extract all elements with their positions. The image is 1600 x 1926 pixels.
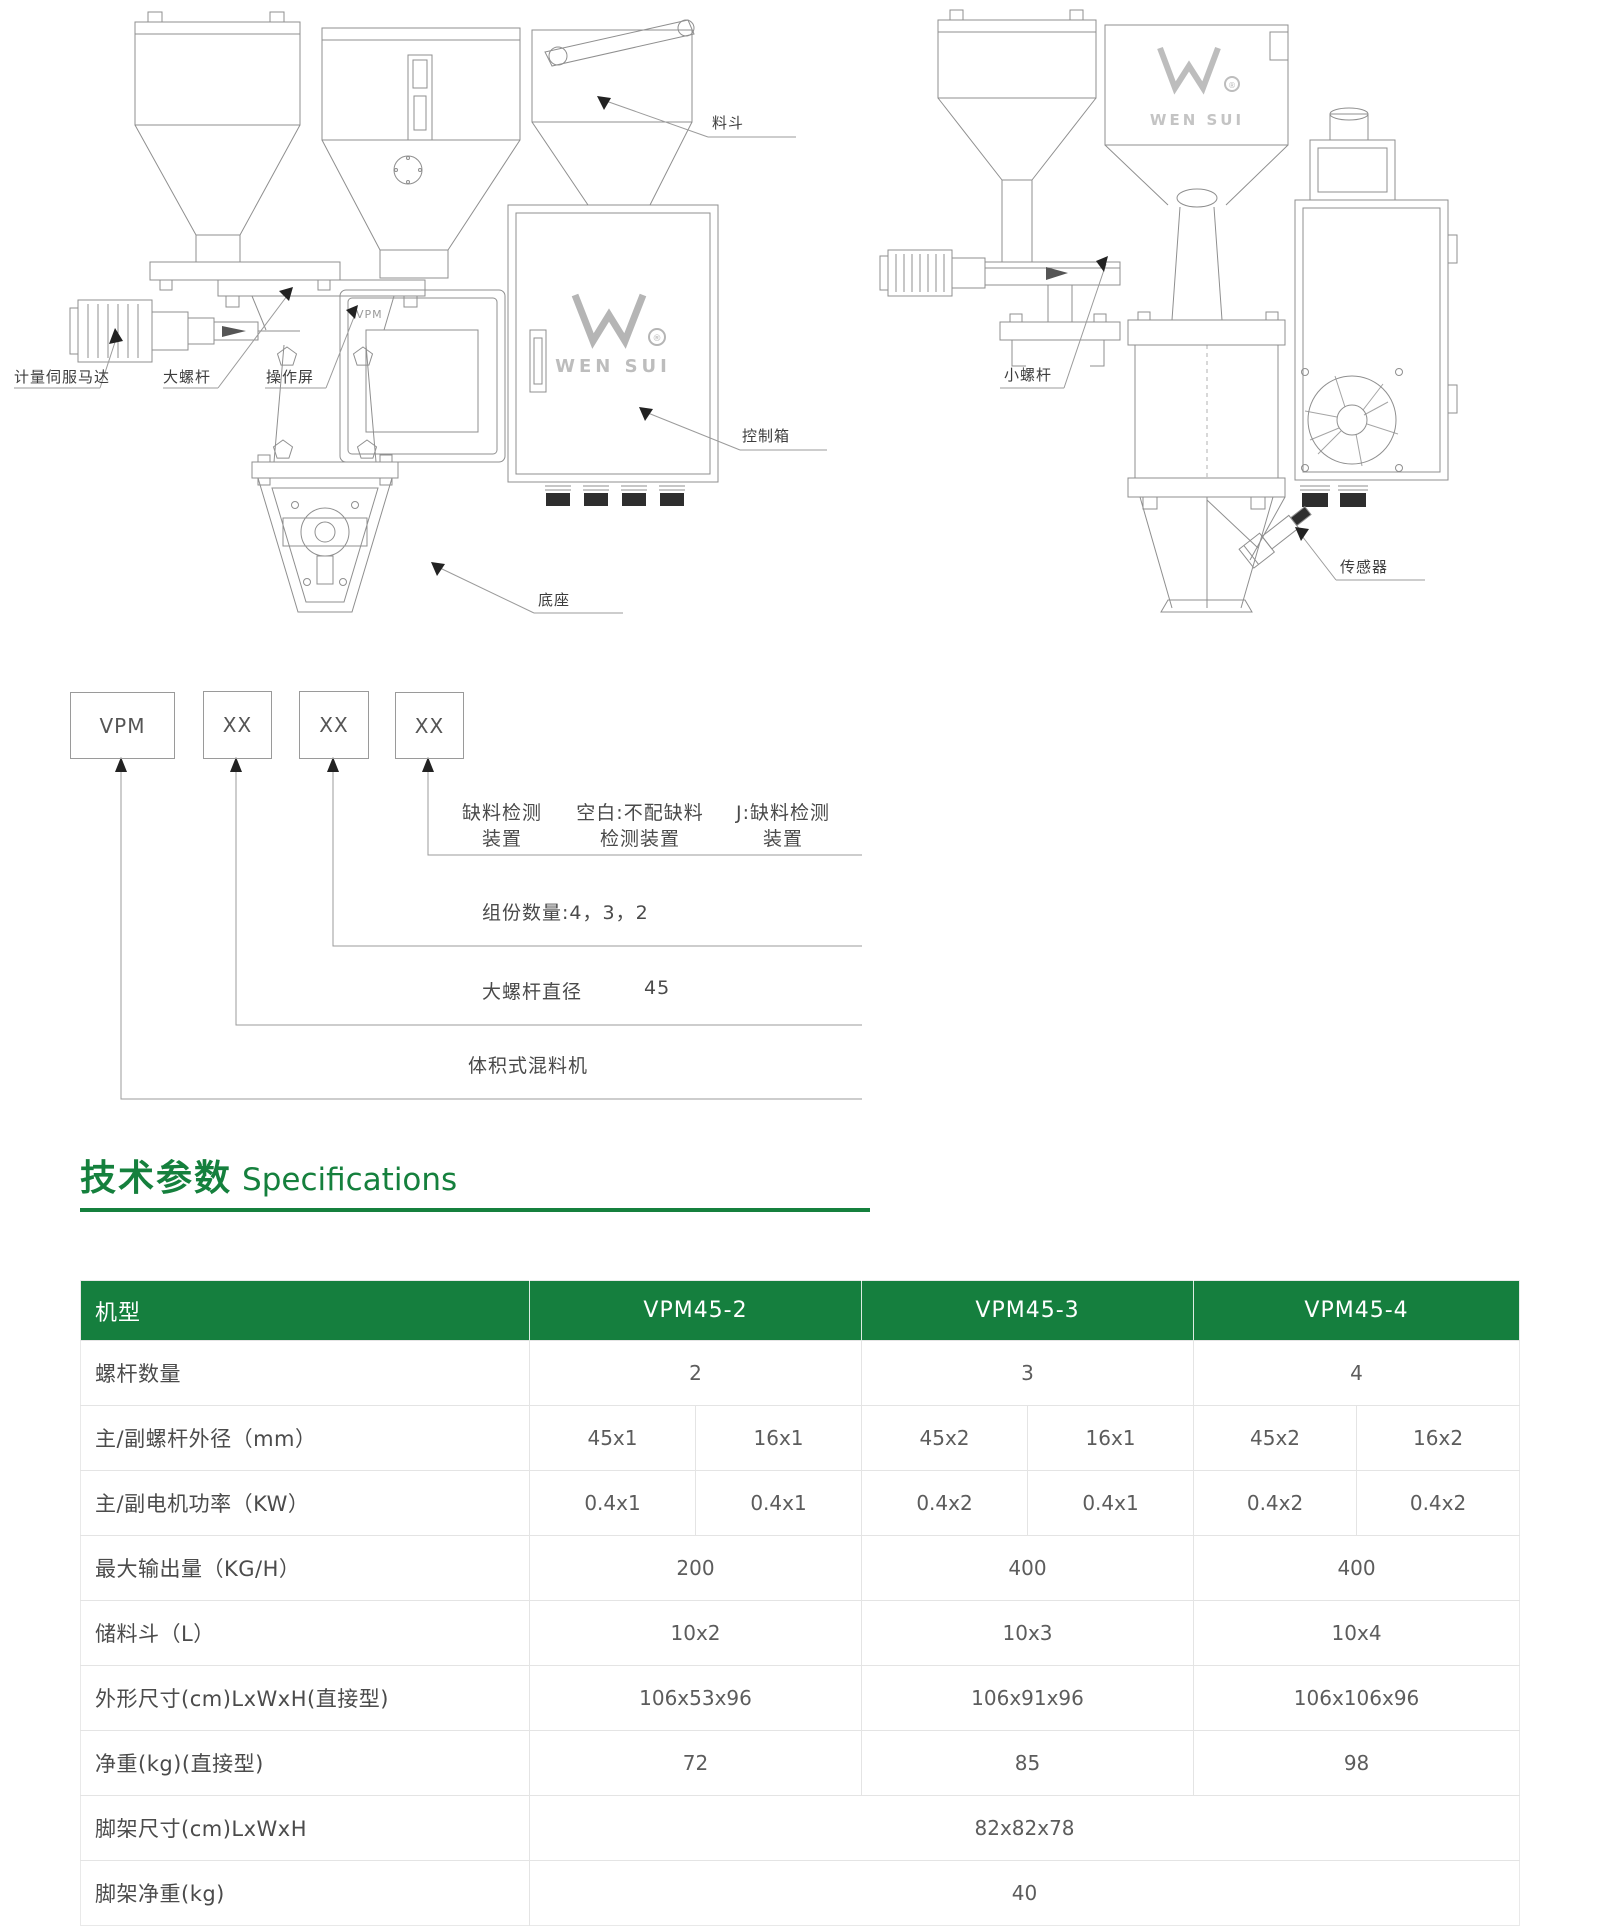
spec-cell: 0.4x1 <box>694 1470 862 1536</box>
spec-cell: 106x91x96 <box>861 1665 1194 1731</box>
left-machine-drawing <box>69 11 719 613</box>
spec-cell: 200 <box>528 1535 862 1601</box>
code-note-screw-diameter: 大螺杆直径 <box>482 981 583 1003</box>
spec-cell: 0.4x2 <box>861 1470 1028 1536</box>
right-leader-arrowheads <box>1096 256 1309 541</box>
code-note-line: J:缺料检测 <box>735 802 830 824</box>
table-row: 净重(kg)(直接型) 72 85 98 <box>80 1730 1520 1796</box>
model-code-box-detection: XX <box>395 692 464 759</box>
spec-cell: 106x106x96 <box>1193 1665 1520 1731</box>
reg-mark: ® <box>1228 81 1236 90</box>
label-metering-servo-motor: 计量伺服马达 <box>14 368 111 386</box>
table-row: 外形尺寸(cm)LxWxH(直接型) 106x53x96 106x91x96 1… <box>80 1665 1520 1731</box>
label-small-screw: 小螺杆 <box>1004 366 1053 384</box>
spec-cell: 16x1 <box>694 1405 862 1471</box>
code-note-machine-type: 体积式混料机 <box>468 1055 589 1077</box>
spec-cell: 16x2 <box>1356 1405 1520 1471</box>
spec-cell: 4 <box>1193 1340 1520 1406</box>
header-vpm45-2: VPM45-2 <box>528 1280 862 1341</box>
spec-cell: 3 <box>861 1340 1194 1406</box>
spec-cell: 16x1 <box>1027 1405 1194 1471</box>
spec-cell: 2 <box>528 1340 862 1406</box>
model-code-lines <box>120 772 862 1100</box>
model-code-box-components: XX <box>299 691 369 759</box>
spec-cell: 0.4x1 <box>529 1470 696 1536</box>
spec-cell: 10x4 <box>1193 1600 1520 1666</box>
model-code-box-diameter: XX <box>203 691 272 759</box>
code-note-line: 缺料检测 <box>461 802 542 824</box>
wensui-logo-hopper: ® WEN SUI <box>1150 46 1244 129</box>
table-row: 脚架净重(kg) 40 <box>80 1860 1520 1926</box>
spec-row-label: 脚架净重(kg) <box>80 1860 530 1926</box>
table-row: 螺杆数量 2 3 4 <box>80 1340 1520 1406</box>
spec-cell: 0.4x2 <box>1193 1470 1357 1536</box>
spec-cell: 0.4x2 <box>1356 1470 1520 1536</box>
spec-cell: 72 <box>528 1730 862 1796</box>
spec-row-label: 脚架尺寸(cm)LxWxH <box>80 1795 530 1861</box>
section-title-en: Specifications <box>242 1162 458 1198</box>
spec-cell: 400 <box>1193 1535 1520 1601</box>
spec-row-label: 螺杆数量 <box>80 1340 530 1406</box>
label-sensor: 传感器 <box>1340 558 1389 576</box>
code-note-line: 空白:不配缺料 <box>576 802 704 824</box>
header-vpm45-4: VPM45-4 <box>1193 1280 1520 1341</box>
code-note-line: 装置 <box>762 828 803 850</box>
code-note-screw-diameter-value: 45 <box>644 977 671 999</box>
section-title-zh: 技术参数 <box>80 1158 233 1199</box>
spec-row-label: 储料斗（L） <box>80 1600 530 1666</box>
code-note-j-option: J:缺料检测 装置 <box>712 800 854 852</box>
spec-row-label: 外形尺寸(cm)LxWxH(直接型) <box>80 1665 530 1731</box>
label-control-box: 控制箱 <box>742 427 791 445</box>
table-row: 脚架尺寸(cm)LxWxH 82x82x78 <box>80 1795 1520 1861</box>
label-operation-screen: 操作屏 <box>266 368 315 386</box>
table-row: 最大输出量（KG/H） 200 400 400 <box>80 1535 1520 1601</box>
header-model: 机型 <box>80 1280 530 1341</box>
right-machine-drawing <box>879 9 1458 613</box>
wensui-logo-text: WEN SUI <box>1150 111 1244 129</box>
reg-mark: ® <box>653 334 662 344</box>
label-big-screw: 大螺杆 <box>163 368 212 386</box>
table-row: 主/副螺杆外径（mm） 45x1 16x1 45x2 16x1 45x2 16x… <box>80 1405 1520 1471</box>
label-base: 底座 <box>538 591 571 609</box>
model-code-arrowheads <box>115 757 434 772</box>
table-row: 储料斗（L） 10x2 10x3 10x4 <box>80 1600 1520 1666</box>
specifications-table: 机型 VPM45-2 VPM45-3 VPM45-4 螺杆数量 2 3 4 主/… <box>80 1280 1521 1926</box>
spec-cell: 45x1 <box>529 1405 696 1471</box>
wensui-logo-text: WEN SUI <box>555 356 671 377</box>
label-hopper: 料斗 <box>712 114 745 132</box>
spec-cell: 45x2 <box>861 1405 1028 1471</box>
left-leader-lines <box>14 100 827 614</box>
code-note-blank-option: 空白:不配缺料 检测装置 <box>566 800 714 852</box>
code-note-detection-device: 缺料检测 装置 <box>440 800 564 852</box>
spec-cell: 98 <box>1193 1730 1520 1796</box>
table-row: 主/副电机功率（KW） 0.4x1 0.4x1 0.4x2 0.4x1 0.4x… <box>80 1470 1520 1536</box>
spec-cell: 0.4x1 <box>1027 1470 1194 1536</box>
spec-row-label: 主/副电机功率（KW） <box>80 1470 530 1536</box>
spec-cell: 85 <box>861 1730 1194 1796</box>
screen-badge-text: VPM <box>356 308 383 321</box>
header-vpm45-3: VPM45-3 <box>861 1280 1194 1341</box>
spec-row-label: 净重(kg)(直接型) <box>80 1730 530 1796</box>
table-header-row: 机型 VPM45-2 VPM45-3 VPM45-4 <box>80 1280 1520 1341</box>
spec-cell: 10x2 <box>528 1600 862 1666</box>
section-title-underline <box>80 1208 870 1212</box>
spec-cell: 10x3 <box>861 1600 1194 1666</box>
spec-cell: 82x82x78 <box>528 1795 1520 1861</box>
model-code-box-series: VPM <box>70 692 175 759</box>
spec-cell: 400 <box>861 1535 1194 1601</box>
left-leader-arrowheads <box>109 96 653 576</box>
code-note-components-count: 组份数量:4，3，2 <box>482 902 649 924</box>
spec-row-label: 最大输出量（KG/H） <box>80 1535 530 1601</box>
spec-cell: 40 <box>528 1860 1520 1926</box>
right-leader-lines <box>1000 263 1425 581</box>
spec-row-label: 主/副螺杆外径（mm） <box>80 1405 530 1471</box>
wensui-logo-controlbox: ® WEN SUI <box>555 293 671 377</box>
code-note-line: 装置 <box>481 828 522 850</box>
spec-cell: 45x2 <box>1193 1405 1357 1471</box>
code-note-line: 检测装置 <box>599 828 680 850</box>
spec-cell: 106x53x96 <box>528 1665 862 1731</box>
